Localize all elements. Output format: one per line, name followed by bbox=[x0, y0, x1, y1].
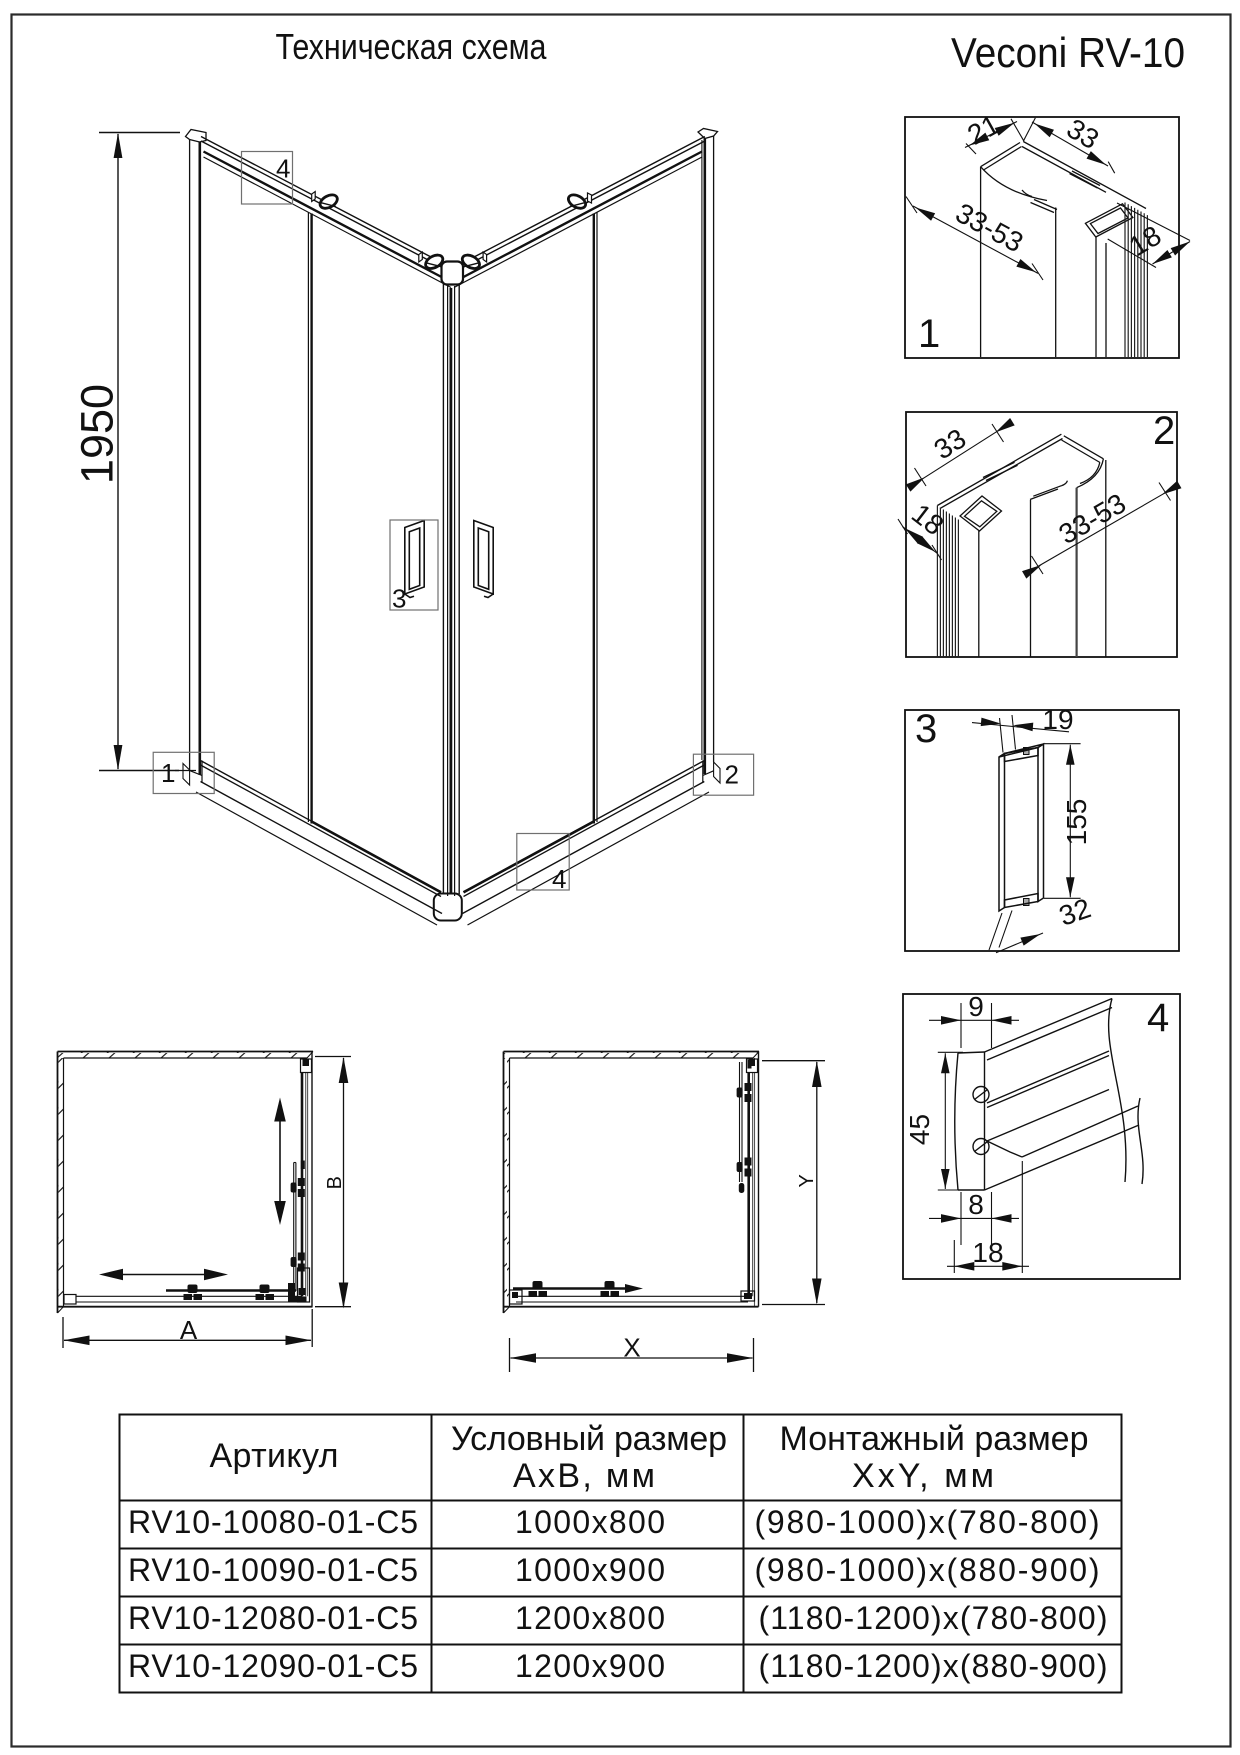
svg-text:АхВ, мм: АхВ, мм bbox=[513, 1457, 655, 1495]
svg-text:X: X bbox=[623, 1333, 640, 1363]
svg-text:19: 19 bbox=[1042, 704, 1073, 735]
svg-text:4: 4 bbox=[1147, 996, 1169, 1040]
svg-text:RV10-12090-01-C5: RV10-12090-01-C5 bbox=[128, 1648, 418, 1684]
svg-text:1: 1 bbox=[918, 312, 940, 356]
svg-text:Veconi RV-10: Veconi RV-10 bbox=[951, 29, 1185, 76]
svg-text:B: B bbox=[324, 1176, 346, 1189]
svg-text:8: 8 bbox=[968, 1189, 984, 1220]
svg-text:RV10-12080-01-C5: RV10-12080-01-C5 bbox=[128, 1600, 418, 1636]
svg-text:3: 3 bbox=[392, 584, 406, 614]
svg-text:Техническая схема: Техническая схема bbox=[276, 26, 548, 67]
svg-text:9: 9 bbox=[968, 991, 984, 1022]
svg-text:(1180-1200)х(780-800): (1180-1200)х(780-800) bbox=[759, 1600, 1108, 1636]
svg-text:4: 4 bbox=[276, 154, 290, 184]
svg-text:2: 2 bbox=[1153, 409, 1175, 453]
svg-text:Артикул: Артикул bbox=[210, 1437, 339, 1475]
svg-text:155: 155 bbox=[1061, 799, 1092, 846]
svg-text:18: 18 bbox=[972, 1237, 1003, 1268]
svg-text:1: 1 bbox=[161, 758, 175, 788]
svg-text:1000х900: 1000х900 bbox=[515, 1552, 665, 1588]
svg-text:(980-1000)х(880-900): (980-1000)х(880-900) bbox=[755, 1552, 1100, 1588]
svg-text:4: 4 bbox=[552, 864, 566, 894]
svg-text:45: 45 bbox=[904, 1114, 935, 1145]
svg-text:Условный размер: Условный размер bbox=[451, 1420, 727, 1458]
svg-text:2: 2 bbox=[725, 760, 739, 790]
svg-text:RV10-10080-01-C5: RV10-10080-01-C5 bbox=[128, 1504, 418, 1540]
svg-text:1200х900: 1200х900 bbox=[515, 1648, 665, 1684]
svg-text:1950: 1950 bbox=[72, 384, 123, 484]
svg-text:(980-1000)х(780-800): (980-1000)х(780-800) bbox=[755, 1504, 1100, 1540]
svg-text:RV10-10090-01-C5: RV10-10090-01-C5 bbox=[128, 1552, 418, 1588]
svg-text:Y: Y bbox=[796, 1174, 818, 1187]
svg-text:3: 3 bbox=[915, 707, 937, 751]
svg-text:1200х800: 1200х800 bbox=[515, 1600, 665, 1636]
svg-text:1000х800: 1000х800 bbox=[515, 1504, 665, 1540]
svg-text:(1180-1200)х(880-900): (1180-1200)х(880-900) bbox=[759, 1648, 1108, 1684]
svg-text:Монтажный размер: Монтажный размер bbox=[780, 1420, 1089, 1458]
svg-text:ХхY, мм: ХхY, мм bbox=[852, 1457, 994, 1495]
svg-text:A: A bbox=[180, 1315, 198, 1345]
